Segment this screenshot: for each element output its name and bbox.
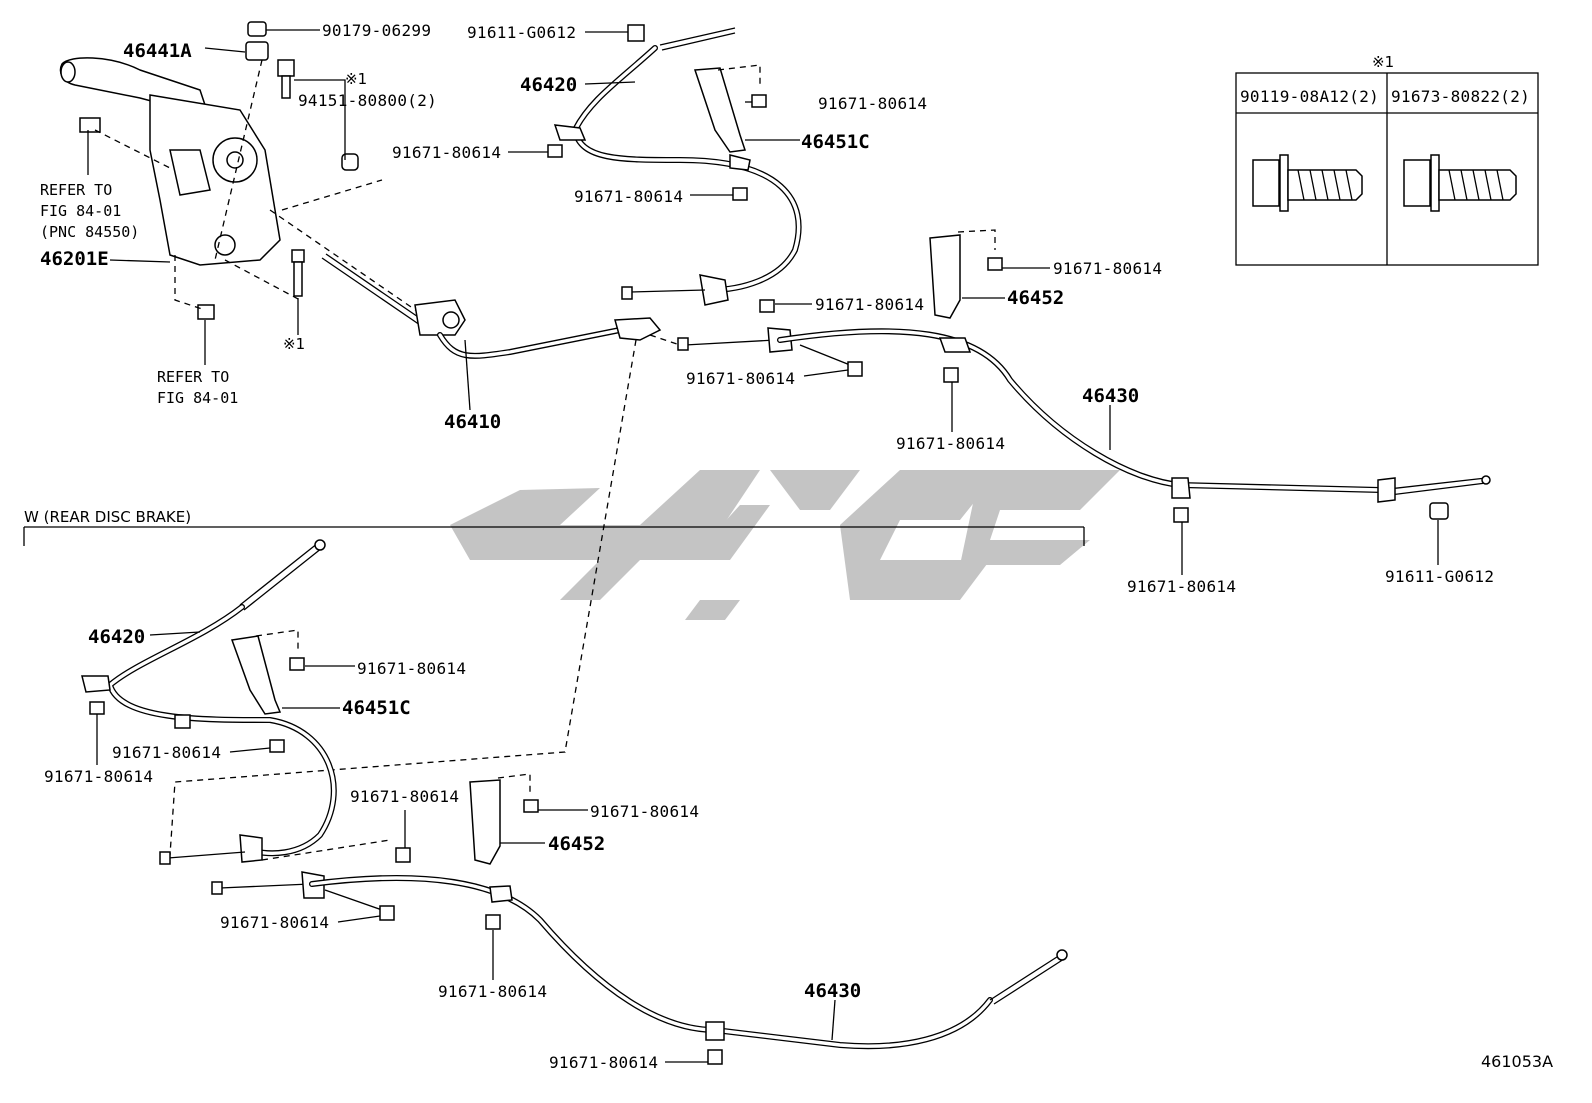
part-label-91671: 91671-80614 — [686, 369, 796, 388]
part-label-91671: 91671-80614 — [818, 94, 928, 113]
note-mark: ※1 — [345, 70, 368, 88]
refer-note-1: REFER TO FIG 84-01 (PNC 84550) — [40, 181, 140, 241]
part-label-46451c: 46451C — [342, 697, 411, 719]
bolt-icon — [847, 361, 863, 377]
clip-icon — [79, 117, 101, 133]
part-label-91671: 91671-80614 — [357, 659, 467, 678]
section-title: W (REAR DISC BRAKE) — [24, 508, 192, 526]
part-label-91611: 91611-G0612 — [467, 23, 577, 42]
part-label-94151: 94151-80800(2) — [298, 91, 438, 110]
part-label-91671: 91671-80614 — [549, 1053, 659, 1072]
part-label-46410: 46410 — [444, 411, 502, 433]
bolt-icon — [732, 187, 748, 201]
watermark-logo — [450, 470, 1120, 620]
bolt-icon — [269, 739, 285, 753]
bolt-icon — [485, 914, 501, 930]
refer-note-2: REFER TO FIG 84-01 — [157, 368, 239, 407]
part-label-91671: 91671-80614 — [112, 743, 222, 762]
part-label-46441a: 46441A — [123, 40, 192, 62]
legend-col-1: 90119-08A12(2) — [1240, 87, 1380, 106]
part-label-91671: 91671-80614 — [350, 787, 460, 806]
parking-brake-lever — [59, 57, 281, 266]
part-label-91671: 91671-80614 — [438, 982, 548, 1001]
part-label-91671: 91671-80614 — [574, 187, 684, 206]
part-label-46420: 46420 — [88, 626, 146, 648]
bolt-icon — [379, 905, 395, 921]
grommet-icon — [341, 153, 359, 171]
bolt-icon — [987, 257, 1003, 271]
clip-icon — [627, 24, 645, 42]
part-label-46201e: 46201E — [40, 248, 109, 270]
part-label-91671: 91671-80614 — [815, 295, 925, 314]
part-label-46452: 46452 — [1007, 287, 1065, 309]
bolt-icon — [197, 304, 215, 320]
bolt-icon — [523, 799, 539, 813]
bolt-icon — [759, 299, 775, 313]
part-label-91611: 91611-G0612 — [1385, 567, 1495, 586]
part-label-91671: 91671-80614 — [392, 143, 502, 162]
nut-icon — [245, 41, 269, 61]
part-label-90179: 90179-06299 — [322, 21, 432, 40]
bolt-icon — [395, 847, 411, 863]
part-label-46451c: 46451C — [801, 131, 870, 153]
legend-col-2: 91673-80822(2) — [1391, 87, 1531, 106]
legend-title: ※1 — [1372, 53, 1395, 71]
legend-table — [1235, 72, 1539, 266]
bolt-icon — [277, 59, 295, 77]
part-label-46430: 46430 — [804, 980, 862, 1002]
part-label-91671: 91671-80614 — [896, 434, 1006, 453]
part-label-91671: 91671-80614 — [1127, 577, 1237, 596]
part-label-91671: 91671-80614 — [220, 913, 330, 932]
bolt-icon — [943, 367, 959, 383]
part-label-46452: 46452 — [548, 833, 606, 855]
bolt-icon — [547, 144, 563, 158]
diagram-code: 461053A — [1481, 1052, 1554, 1071]
bolt-icon — [707, 1049, 723, 1065]
bolt-icon — [1173, 507, 1189, 523]
part-label-91671: 91671-80614 — [44, 767, 154, 786]
part-label-46420: 46420 — [520, 74, 578, 96]
bolt-icon — [89, 701, 105, 715]
part-label-91671: 91671-80614 — [1053, 259, 1163, 278]
part-label-46430: 46430 — [1082, 385, 1140, 407]
bolt-icon — [751, 94, 767, 108]
bolt-icon — [289, 657, 305, 671]
clip-icon — [1429, 502, 1449, 520]
note-mark: ※1 — [283, 335, 306, 353]
part-label-91671: 91671-80614 — [590, 802, 700, 821]
nut-icon — [247, 21, 267, 37]
